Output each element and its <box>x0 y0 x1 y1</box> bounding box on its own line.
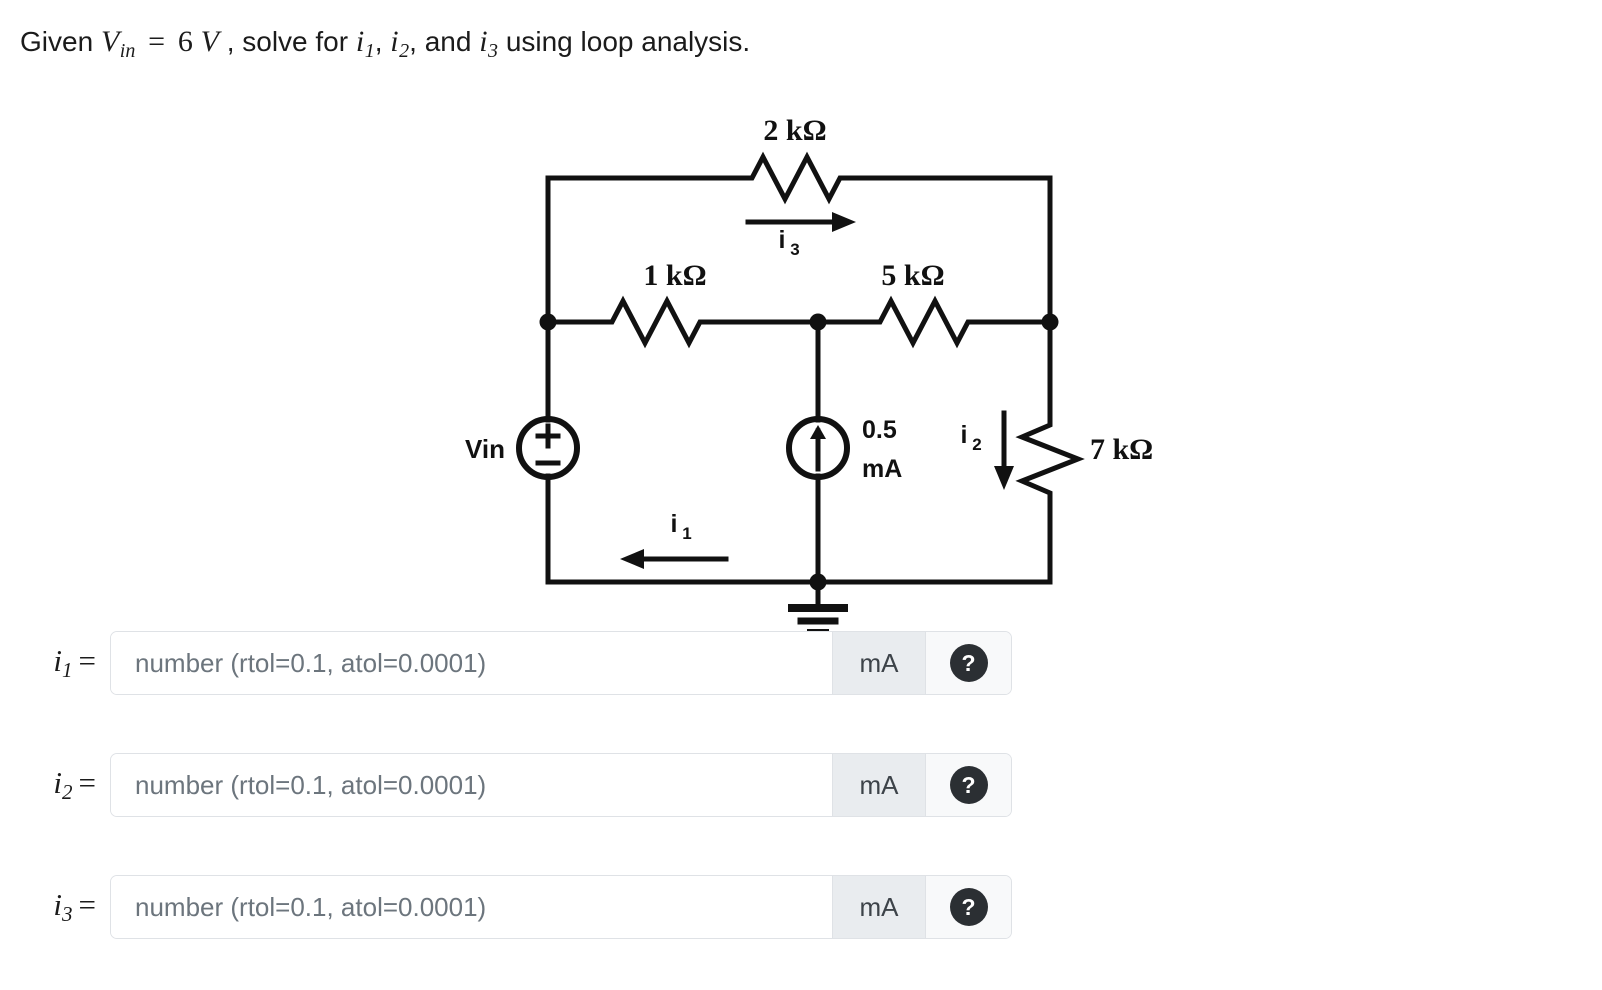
i1-arrow-head <box>620 549 644 569</box>
node-dot-left <box>539 313 557 331</box>
answer-symbol-i3: i <box>53 887 63 923</box>
answer-row-i2: i2= mA ? <box>0 753 1060 817</box>
answer-symbol-i1: i <box>53 643 63 679</box>
i2-label: i 2 <box>961 421 982 454</box>
input-group-i3: mA ? <box>110 875 1012 939</box>
i3-arrow-head <box>832 212 856 232</box>
answer-label-i1: i1= <box>0 643 110 683</box>
answer-subscript-i2: 2 <box>62 779 73 804</box>
svg-text:1: 1 <box>682 524 691 543</box>
resistor-2k-label: 2 kΩ <box>763 114 826 147</box>
help-addon-i1[interactable]: ? <box>925 632 1011 694</box>
node-dot-right <box>1041 313 1059 331</box>
prompt-tail: using loop analysis. <box>505 26 751 57</box>
help-icon[interactable]: ? <box>949 644 988 682</box>
circuit-diagram: 2 kΩ 1 kΩ 5 kΩ 7 kΩ Vin 0.5 mA i 3 i 1 i… <box>0 95 1200 635</box>
prompt-lead: Given <box>20 26 94 57</box>
equals-sign: = <box>148 25 166 58</box>
answer-row-i1: i1= mA ? <box>0 631 1060 695</box>
i2-symbol-inline: i2 <box>390 25 410 62</box>
node-dot-ground <box>809 573 827 591</box>
answer-label-i2: i2= <box>0 765 110 805</box>
answer-row-i3: i3= mA ? <box>0 875 1060 939</box>
resistor-2k-zigzag <box>737 151 855 205</box>
help-icon[interactable]: ? <box>949 888 988 926</box>
input-group-i1: mA ? <box>110 631 1012 695</box>
resistor-5k-label: 5 kΩ <box>881 259 944 292</box>
svg-text:3: 3 <box>790 240 799 259</box>
answer-label-i3: i3= <box>0 887 110 927</box>
unit-addon-i2: mA <box>832 754 925 816</box>
i1-symbol-inline: i1 <box>355 25 375 62</box>
resistor-7k-zigzag <box>1015 412 1085 506</box>
help-icon[interactable]: ? <box>949 766 988 804</box>
unit-addon-i1: mA <box>832 632 925 694</box>
node-dot-center <box>809 313 827 331</box>
comma-1: , <box>374 26 383 57</box>
resistor-5k-zigzag <box>865 295 983 349</box>
answer-subscript-i1: 1 <box>62 657 73 682</box>
i3-symbol-inline: i3 <box>479 25 499 62</box>
current-source-arrow-head <box>810 425 826 439</box>
resistor-1k-label: 1 kΩ <box>643 259 706 292</box>
i1-label: i 1 <box>671 510 692 543</box>
input-group-i2: mA ? <box>110 753 1012 817</box>
comma-2: , <box>409 26 417 57</box>
help-addon-i2[interactable]: ? <box>925 754 1011 816</box>
answer-input-i1[interactable] <box>111 632 832 694</box>
current-source-unit: mA <box>862 455 902 483</box>
answer-symbol-i2: i <box>53 765 63 801</box>
svg-text:2: 2 <box>972 435 981 454</box>
answer-equals-i2: = <box>78 765 96 801</box>
prompt-middle: , solve for <box>226 26 349 57</box>
prompt-conjunction: and <box>424 26 472 57</box>
answer-input-i2[interactable] <box>111 754 832 816</box>
current-source-symbol <box>786 416 850 480</box>
vin-source-label: Vin <box>465 434 505 464</box>
answer-input-i3[interactable] <box>111 876 832 938</box>
i2-arrow-head <box>994 466 1014 490</box>
answer-equals-i1: = <box>78 643 96 679</box>
resistor-1k-zigzag <box>597 295 715 349</box>
svg-text:i: i <box>779 226 786 254</box>
answer-equals-i3: = <box>78 887 96 923</box>
voltage-source-symbol <box>516 416 580 480</box>
vin-value: 6 <box>177 25 193 58</box>
svg-text:i: i <box>671 510 678 538</box>
svg-text:i: i <box>961 421 968 449</box>
help-addon-i3[interactable]: ? <box>925 876 1011 938</box>
unit-addon-i3: mA <box>832 876 925 938</box>
i3-label: i 3 <box>779 226 800 259</box>
current-source-value: 0.5 <box>862 416 897 444</box>
vin-unit: V <box>200 25 219 58</box>
vin-symbol: Vin <box>100 25 136 62</box>
answer-subscript-i3: 3 <box>62 901 73 926</box>
source-plus-sign <box>535 423 561 449</box>
resistor-7k-label: 7 kΩ <box>1090 433 1153 466</box>
page-title: Given Vin = 6 V , solve for i1, i2, and … <box>20 22 750 71</box>
